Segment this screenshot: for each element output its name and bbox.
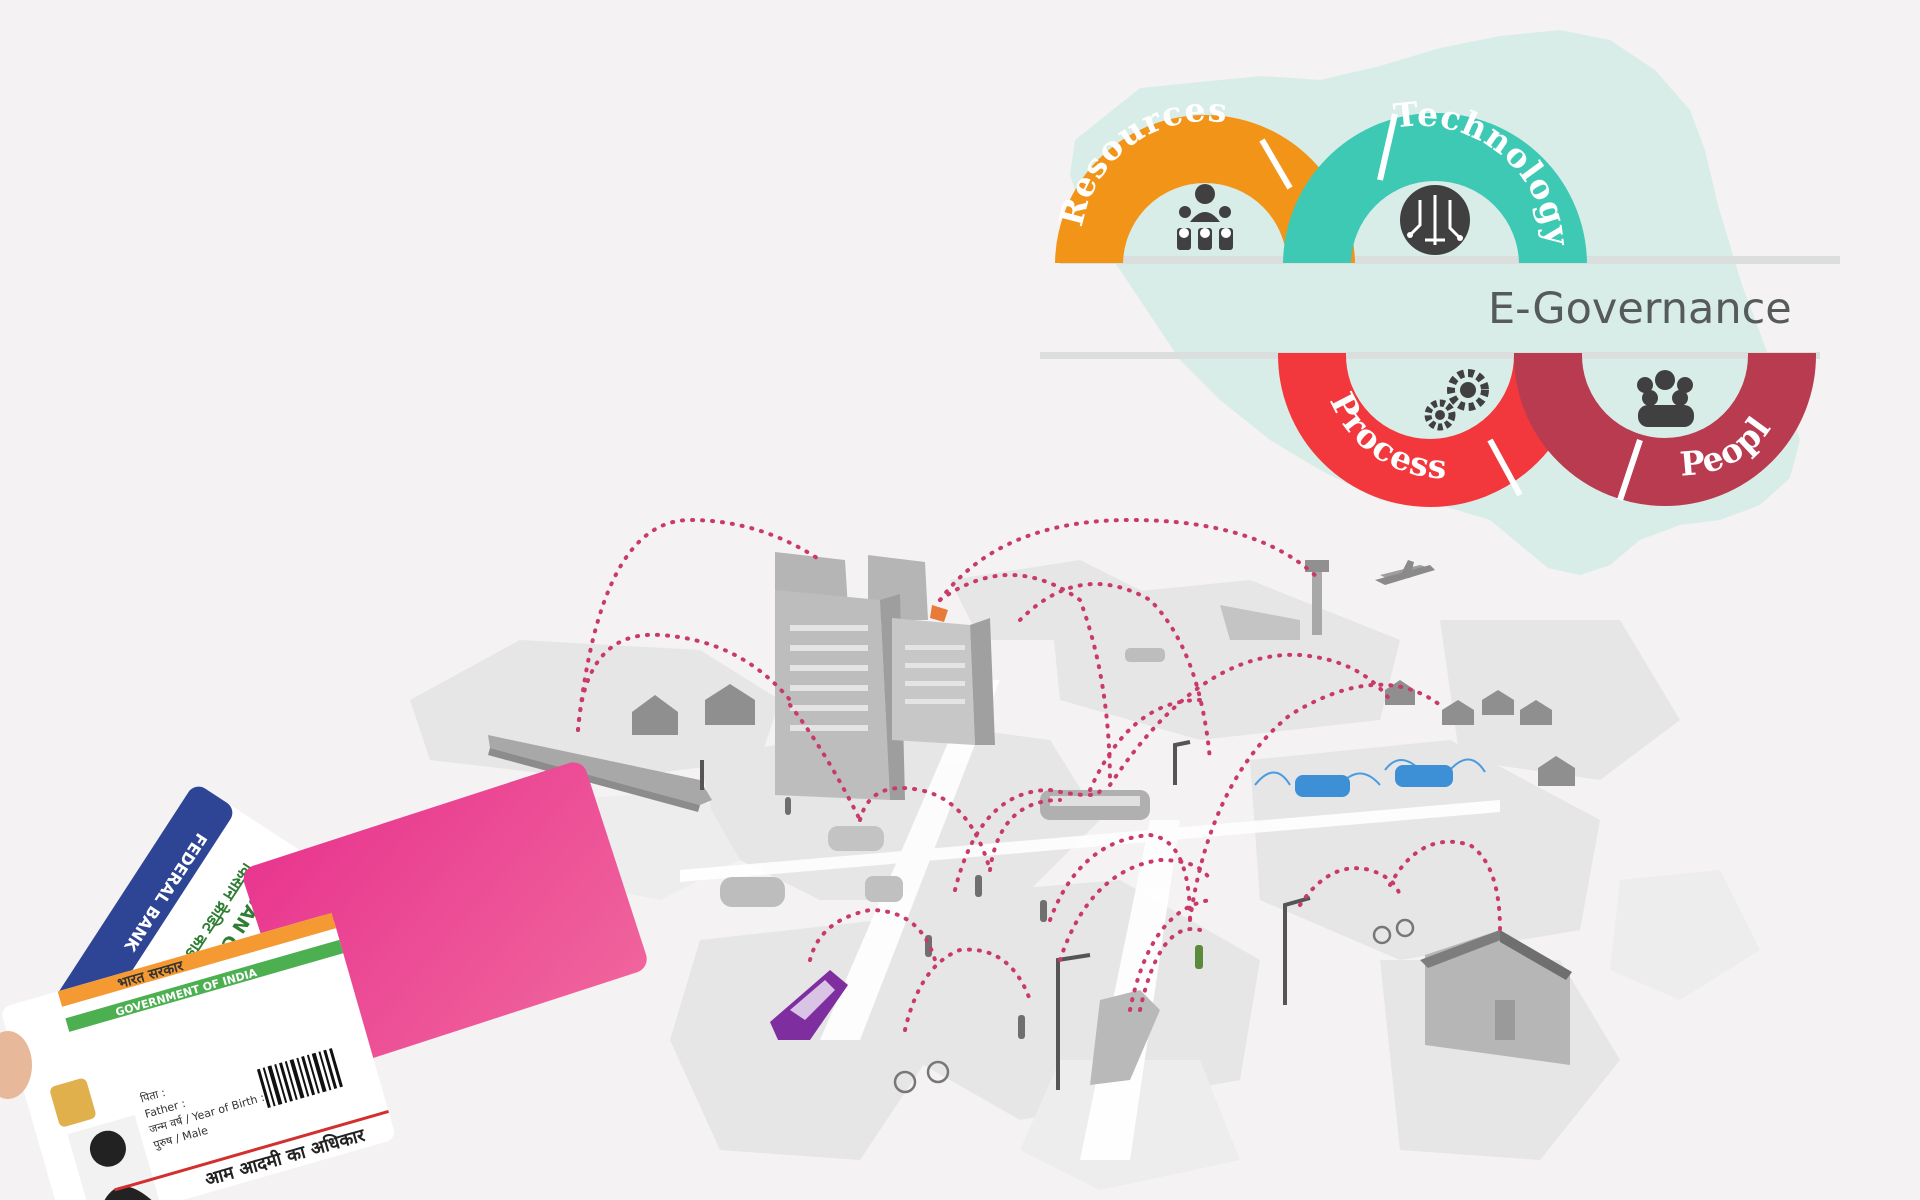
houses [632, 680, 1575, 786]
divider-line-bottom [1040, 352, 1820, 359]
connection-arcs [576, 517, 1502, 1032]
barcode [256, 1048, 343, 1109]
connected-cars [1254, 758, 1486, 797]
train [488, 735, 712, 812]
cars [720, 648, 1165, 1085]
aadhaar-card: भारत सरकार GOVERNMENT OF INDIA पिता : Fa… [2, 912, 395, 1200]
large-house [1420, 930, 1572, 1065]
resources-ring [1055, 115, 1355, 263]
circuit-brain-icon [1400, 185, 1470, 255]
people-network-icon [1177, 184, 1233, 250]
pedestrians [785, 797, 1203, 1039]
e-governance-title: E-Governance [1488, 284, 1792, 334]
technology-ring [1283, 113, 1587, 263]
id-cards-stack: FEDERAL BANK किसान क्रेडिट कार्ड KISAN C… [0, 762, 647, 1200]
thumb [0, 1031, 32, 1099]
bus [1040, 790, 1150, 820]
crowd-icon [1637, 370, 1694, 427]
people-ring [1514, 353, 1816, 506]
office-tower-main [775, 590, 995, 800]
bicycles [893, 918, 1415, 1094]
gears-icon [1424, 369, 1489, 431]
airplane [1375, 560, 1435, 585]
divider-line-top [1060, 256, 1840, 264]
purple-car [770, 970, 848, 1040]
